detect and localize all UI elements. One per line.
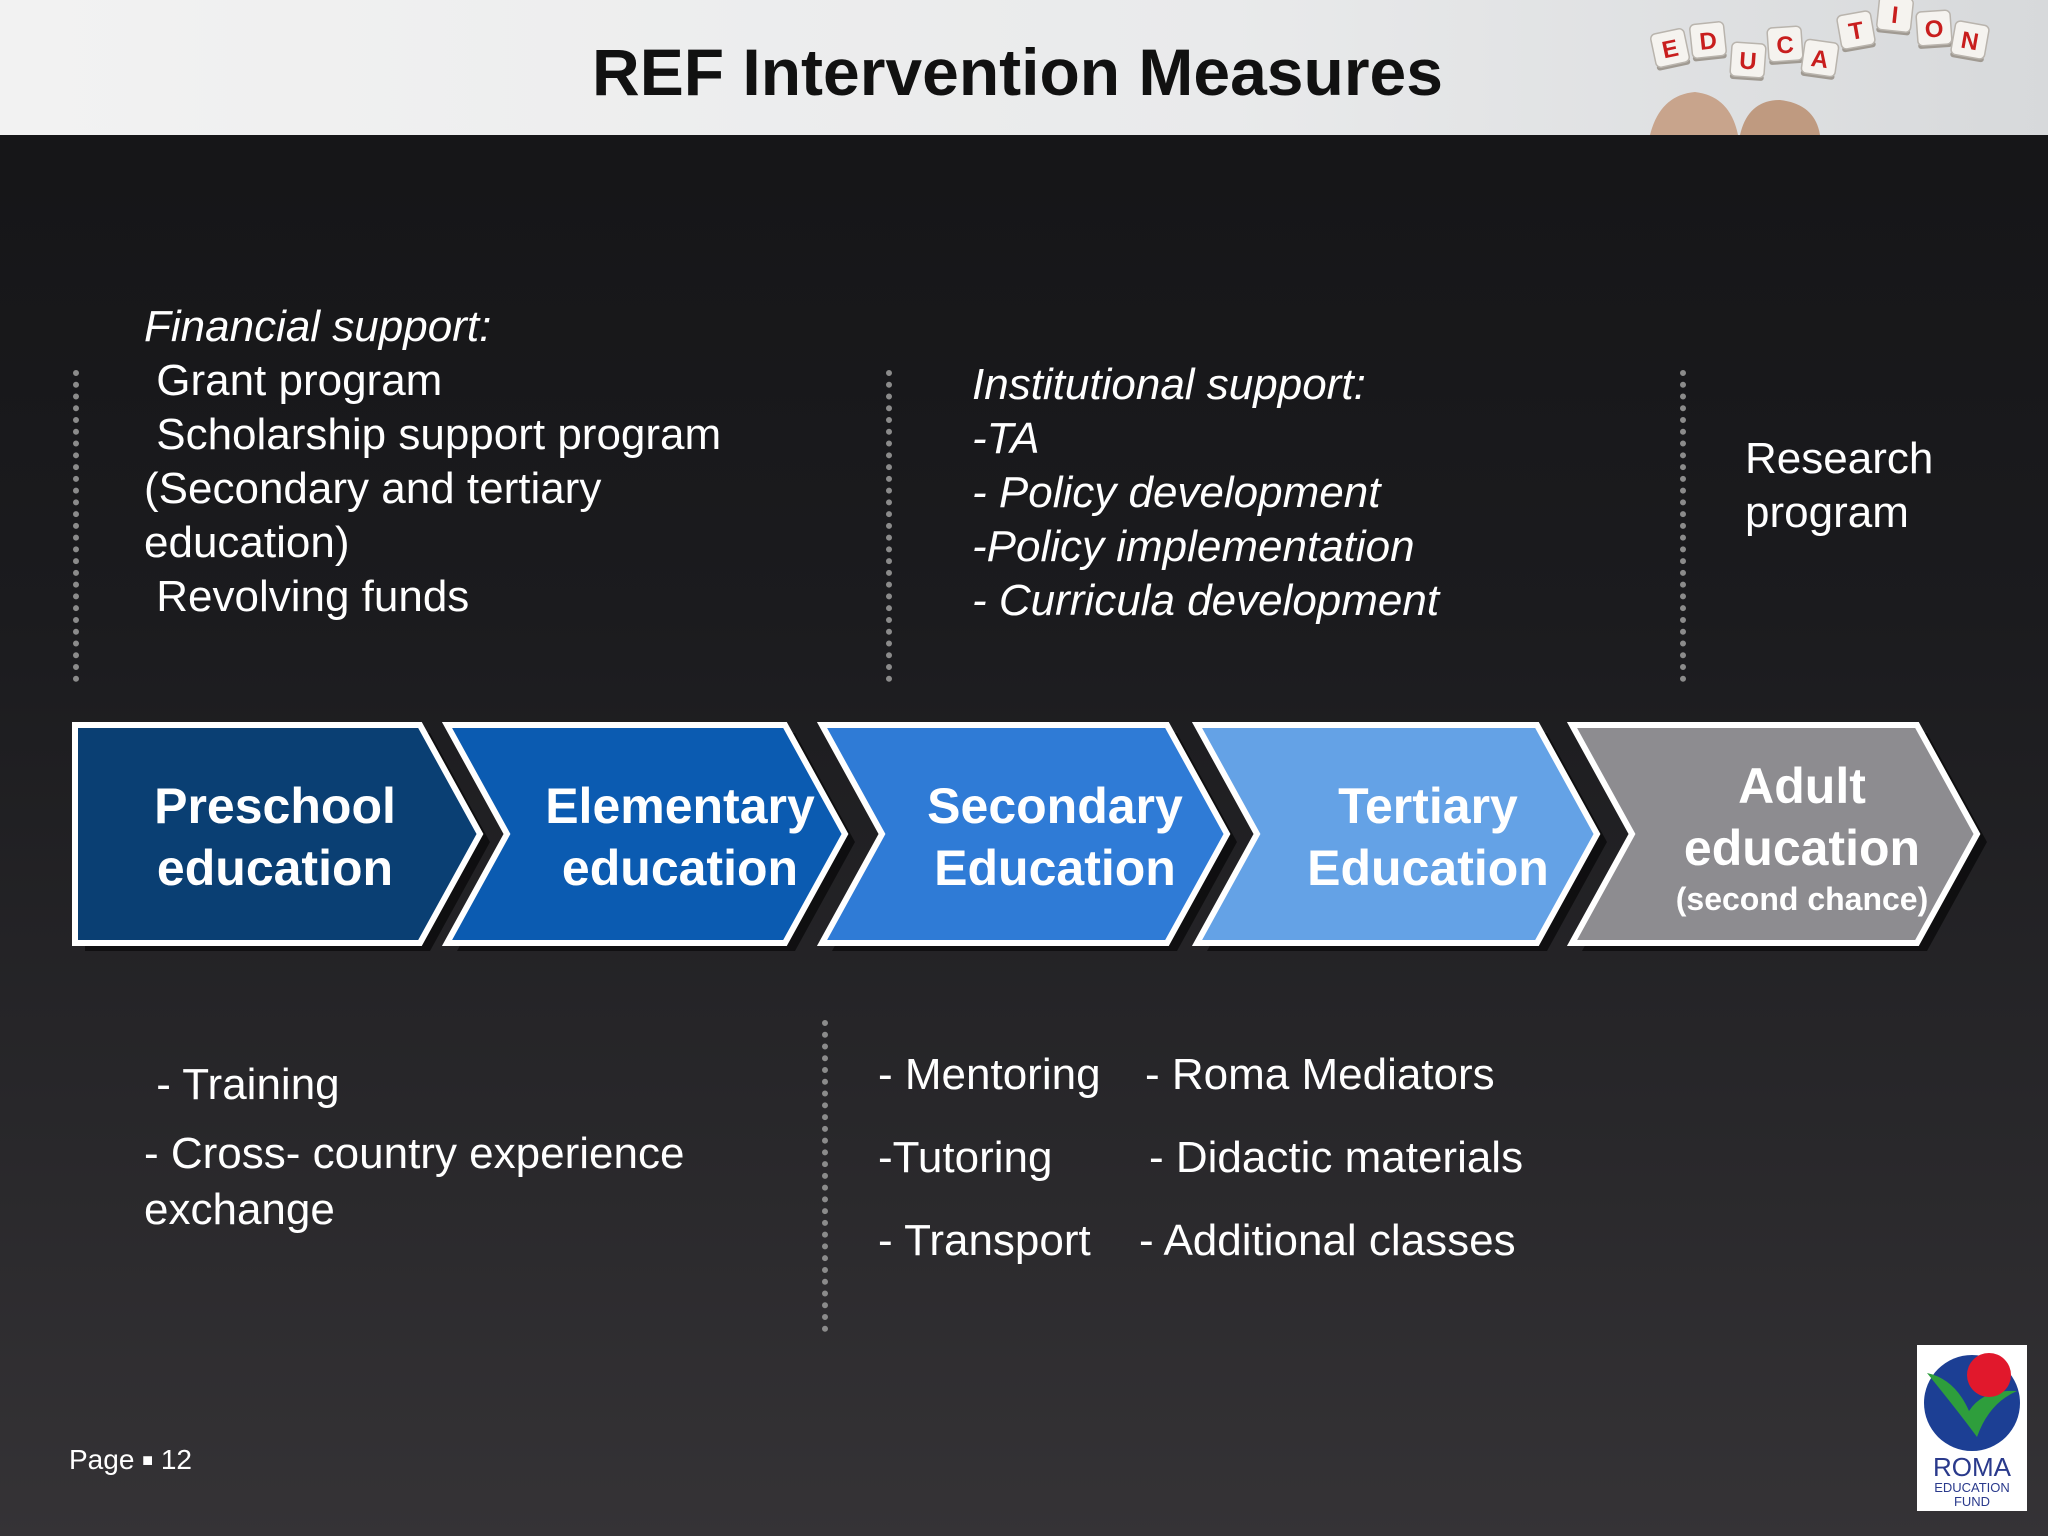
die-letter-text: E xyxy=(1660,35,1681,65)
stage-chevron-4 xyxy=(1191,722,1601,946)
stage-adult-line3: (second chance) xyxy=(1675,881,1929,917)
letter-die: T xyxy=(1836,10,1876,53)
letter-die: A xyxy=(1800,38,1840,80)
die-letter-text: O xyxy=(1924,15,1945,43)
service-item: -Tutoring xyxy=(878,1133,1053,1182)
stage-label-secondary: Secondary Education xyxy=(885,775,1225,899)
die-letter-text: D xyxy=(1698,27,1718,56)
training-line: - Training xyxy=(144,1060,340,1109)
slide-title: REF Intervention Measures xyxy=(592,35,1443,109)
die-letter-text: U xyxy=(1738,47,1757,75)
institutional-line: - Curricula development xyxy=(972,576,1440,625)
financial-line: Grant program xyxy=(144,356,443,405)
page-label: Page xyxy=(69,1444,135,1475)
die-letter-text: T xyxy=(1847,17,1866,46)
stage-chevron-2 xyxy=(441,722,849,946)
service-item: - Roma Mediators xyxy=(1145,1050,1495,1099)
institutional-support-block: Institutional support: -TA - Policy deve… xyxy=(972,358,1439,628)
service-item: - Additional classes xyxy=(1139,1216,1516,1265)
stage-label-preschool: Preschool education xyxy=(110,775,440,899)
logo-text-roma: ROMA xyxy=(1933,1452,2011,1482)
research-line: program xyxy=(1745,488,1909,537)
die-letter-text: N xyxy=(1959,27,1981,57)
institutional-support-heading: Institutional support: xyxy=(972,360,1366,409)
letter-die: O xyxy=(1915,9,1953,49)
bullet-separator: ■ xyxy=(142,1450,154,1470)
stage-chevron-5 xyxy=(1566,722,1981,946)
letter-die: U xyxy=(1729,41,1767,81)
research-line: Research xyxy=(1745,434,1934,483)
logo-text-fund: FUND xyxy=(1953,1494,1991,1509)
letter-die: D xyxy=(1689,21,1727,62)
stage-chevron-1 xyxy=(72,722,484,946)
letter-die: I xyxy=(1876,0,1914,36)
stage-label-tertiary: Tertiary Education xyxy=(1258,775,1598,899)
stage-label-elementary: Elementary education xyxy=(510,775,850,899)
financial-line: Revolving funds xyxy=(144,572,470,621)
divider-dotted-1 xyxy=(73,370,79,682)
roma-education-fund-logo: ROMA EDUCATION FUND xyxy=(1917,1345,2027,1511)
financial-line: (Secondary and tertiary xyxy=(144,464,602,513)
financial-support-block: Financial support: Grant program Scholar… xyxy=(144,300,721,624)
stage-label-adult: Adult education (second chance) xyxy=(1620,755,1984,919)
institutional-line: -TA xyxy=(972,414,1040,463)
logo-emblem-icon xyxy=(1924,1353,2020,1451)
support-services-col2: - Roma Mediators - Didactic materials - … xyxy=(1139,1033,1524,1282)
institutional-line: -Policy implementation xyxy=(972,522,1415,571)
letter-die: E xyxy=(1650,28,1691,71)
page-number: Page ■ 12 xyxy=(69,1444,192,1476)
divider-dotted-4 xyxy=(822,1020,828,1332)
stage-elementary-line1: Elementary xyxy=(545,778,815,834)
die-letter-text: C xyxy=(1776,31,1795,59)
training-line: exchange xyxy=(144,1185,335,1234)
financial-line: Scholarship support program xyxy=(144,410,722,459)
stage-secondary-line1: Secondary xyxy=(927,778,1183,834)
education-stages-flow xyxy=(72,722,1987,951)
stage-preschool-line2: education xyxy=(156,840,394,896)
service-item: - Didactic materials xyxy=(1149,1133,1524,1182)
divider-dotted-2 xyxy=(886,370,892,682)
stage-elementary-line2: education xyxy=(561,840,799,896)
research-program-block: Research program xyxy=(1745,432,1933,540)
letter-die: N xyxy=(1950,20,1990,63)
divider-dotted-3 xyxy=(1680,370,1686,682)
institutional-line: - Policy development xyxy=(972,468,1381,517)
letter-die: C xyxy=(1766,25,1804,65)
financial-support-heading: Financial support: xyxy=(144,302,492,351)
stage-tertiary-line1: Tertiary xyxy=(1338,778,1518,834)
stage-chevron-3 xyxy=(816,722,1231,946)
die-letter-text: A xyxy=(1809,45,1830,74)
stage-preschool-line1: Preschool xyxy=(154,778,396,834)
page-number-value: 12 xyxy=(160,1444,192,1475)
stage-adult-line1: Adult xyxy=(1738,758,1866,814)
stage-secondary-line2: Education xyxy=(934,840,1176,896)
training-line: - Cross- country experience xyxy=(144,1129,685,1178)
training-block: - Training - Cross- country experience e… xyxy=(144,1057,684,1238)
service-item: - Mentoring xyxy=(878,1050,1101,1099)
support-services-col1: - Mentoring -Tutoring - Transport xyxy=(878,1033,1101,1282)
service-item: - Transport xyxy=(878,1216,1091,1265)
logo-text-education: EDUCATION xyxy=(1934,1480,2010,1495)
stage-adult-line2: education xyxy=(1683,820,1921,876)
die-letter-text: I xyxy=(1890,2,1899,30)
financial-line: education) xyxy=(144,518,350,567)
stage-tertiary-line2: Education xyxy=(1307,840,1549,896)
